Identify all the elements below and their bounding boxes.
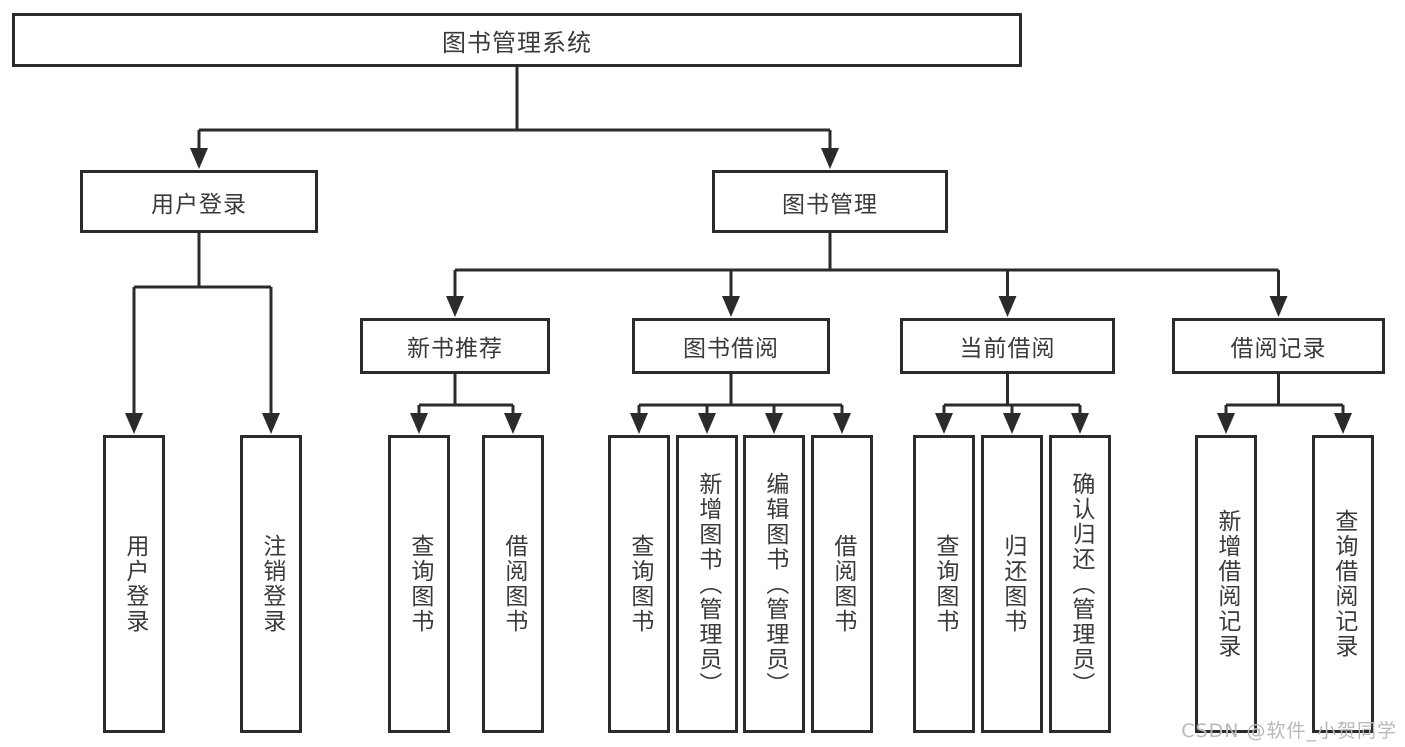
node-box-borrow-4[interactable] bbox=[811, 435, 873, 733]
connector-group bbox=[410, 374, 522, 434]
connector-group bbox=[1217, 374, 1352, 434]
connector-layer bbox=[125, 67, 1352, 434]
arrow-head-icon bbox=[1269, 296, 1288, 317]
connector-group bbox=[630, 374, 851, 434]
arrow-head-icon bbox=[504, 413, 522, 434]
arrow-head-icon bbox=[446, 296, 464, 317]
node-box-root[interactable] bbox=[12, 13, 1022, 67]
connector-group bbox=[125, 233, 280, 434]
arrow-head-icon bbox=[998, 296, 1017, 317]
node-box-login-1[interactable] bbox=[103, 435, 165, 733]
node-box-login-2[interactable] bbox=[240, 435, 302, 733]
arrow-head-icon bbox=[630, 413, 648, 434]
node-box-record-1[interactable] bbox=[1195, 435, 1257, 733]
node-box-login[interactable] bbox=[80, 170, 318, 233]
node-box-borrow[interactable] bbox=[632, 318, 830, 374]
arrow-head-icon bbox=[1003, 413, 1021, 434]
arrow-head-icon bbox=[1334, 413, 1352, 434]
arrow-head-icon bbox=[821, 148, 839, 169]
arrow-head-icon bbox=[1217, 413, 1235, 434]
arrow-head-icon bbox=[190, 148, 208, 169]
node-box-borrow-3[interactable] bbox=[743, 435, 805, 733]
node-box-borrow-1[interactable] bbox=[608, 435, 670, 733]
arrow-head-icon bbox=[410, 413, 428, 434]
arrow-head-icon bbox=[125, 413, 143, 434]
connector-group bbox=[935, 374, 1089, 434]
arrow-head-icon bbox=[698, 413, 716, 434]
node-box-current-3[interactable] bbox=[1049, 435, 1111, 733]
connector-group bbox=[446, 233, 1288, 317]
node-box-record-2[interactable] bbox=[1312, 435, 1374, 733]
arrow-head-icon bbox=[1071, 413, 1089, 434]
node-box-current-2[interactable] bbox=[981, 435, 1043, 733]
node-box-newbook[interactable] bbox=[360, 318, 550, 374]
node-box-current-1[interactable] bbox=[913, 435, 975, 733]
node-box-newbook-2[interactable] bbox=[482, 435, 544, 733]
arrow-head-icon bbox=[722, 296, 740, 317]
arrow-head-icon bbox=[833, 413, 851, 434]
node-box-bookmgmt[interactable] bbox=[712, 170, 948, 233]
node-box-record[interactable] bbox=[1172, 318, 1385, 374]
arrow-head-icon bbox=[935, 413, 953, 434]
node-box-current[interactable] bbox=[900, 318, 1115, 374]
node-box-borrow-2[interactable] bbox=[676, 435, 738, 733]
box-layer bbox=[12, 13, 1385, 733]
arrow-head-icon bbox=[765, 413, 783, 434]
node-box-newbook-1[interactable] bbox=[388, 435, 450, 733]
connector-group bbox=[190, 67, 839, 169]
arrow-head-icon bbox=[262, 413, 280, 434]
